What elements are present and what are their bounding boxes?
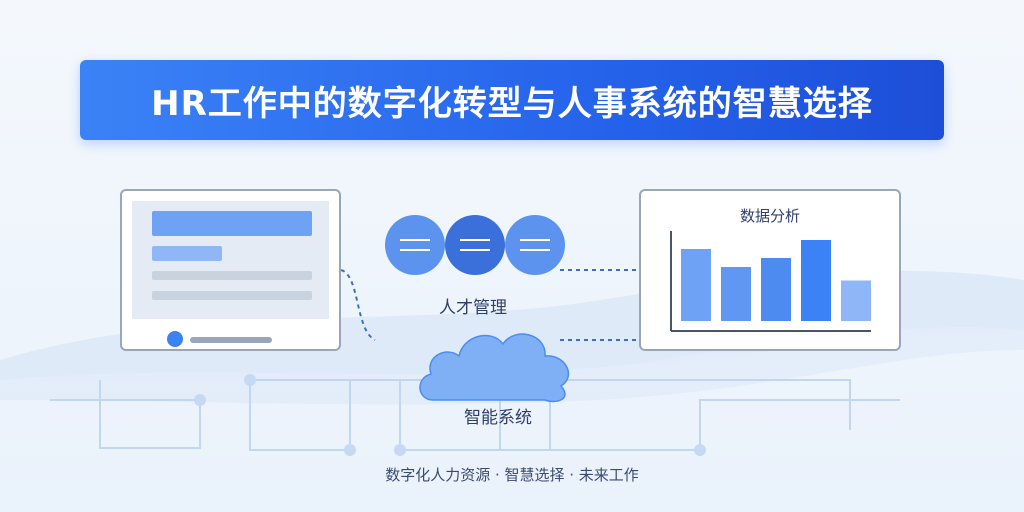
page-title: HR工作中的数字化转型与人事系统的智慧选择 bbox=[151, 83, 873, 124]
doc-text-line bbox=[152, 291, 312, 300]
document-screen-card bbox=[120, 189, 341, 351]
smart-system-label: 智能系统 bbox=[464, 408, 532, 428]
doc-subheader-bar bbox=[152, 246, 222, 261]
chart-bar-1 bbox=[681, 249, 711, 321]
status-line bbox=[190, 337, 272, 343]
document-screen-icon bbox=[132, 201, 329, 319]
people-group-icon bbox=[385, 215, 565, 275]
bar-chart-icon bbox=[670, 231, 871, 332]
chart-bar-5 bbox=[841, 280, 871, 321]
cloud-icon bbox=[419, 333, 570, 403]
doc-header-bar bbox=[152, 211, 312, 236]
footer-tagline: 数字化人力资源 · 智慧选择 · 未来工作 bbox=[385, 466, 639, 484]
status-dot bbox=[167, 331, 183, 347]
chart-bar-2 bbox=[721, 267, 751, 321]
person-circle-center bbox=[445, 215, 505, 275]
person-circle-left bbox=[385, 215, 445, 275]
doc-text-line bbox=[152, 271, 312, 280]
title-banner: HR工作中的数字化转型与人事系统的智慧选择 bbox=[80, 60, 944, 140]
talent-label: 人才管理 bbox=[439, 298, 507, 318]
chart-bar-4 bbox=[801, 240, 831, 321]
chart-card: 数据分析 bbox=[639, 189, 901, 351]
person-circle-right bbox=[505, 215, 565, 275]
chart-title: 数据分析 bbox=[739, 207, 800, 225]
chart-bar-3 bbox=[761, 258, 791, 321]
